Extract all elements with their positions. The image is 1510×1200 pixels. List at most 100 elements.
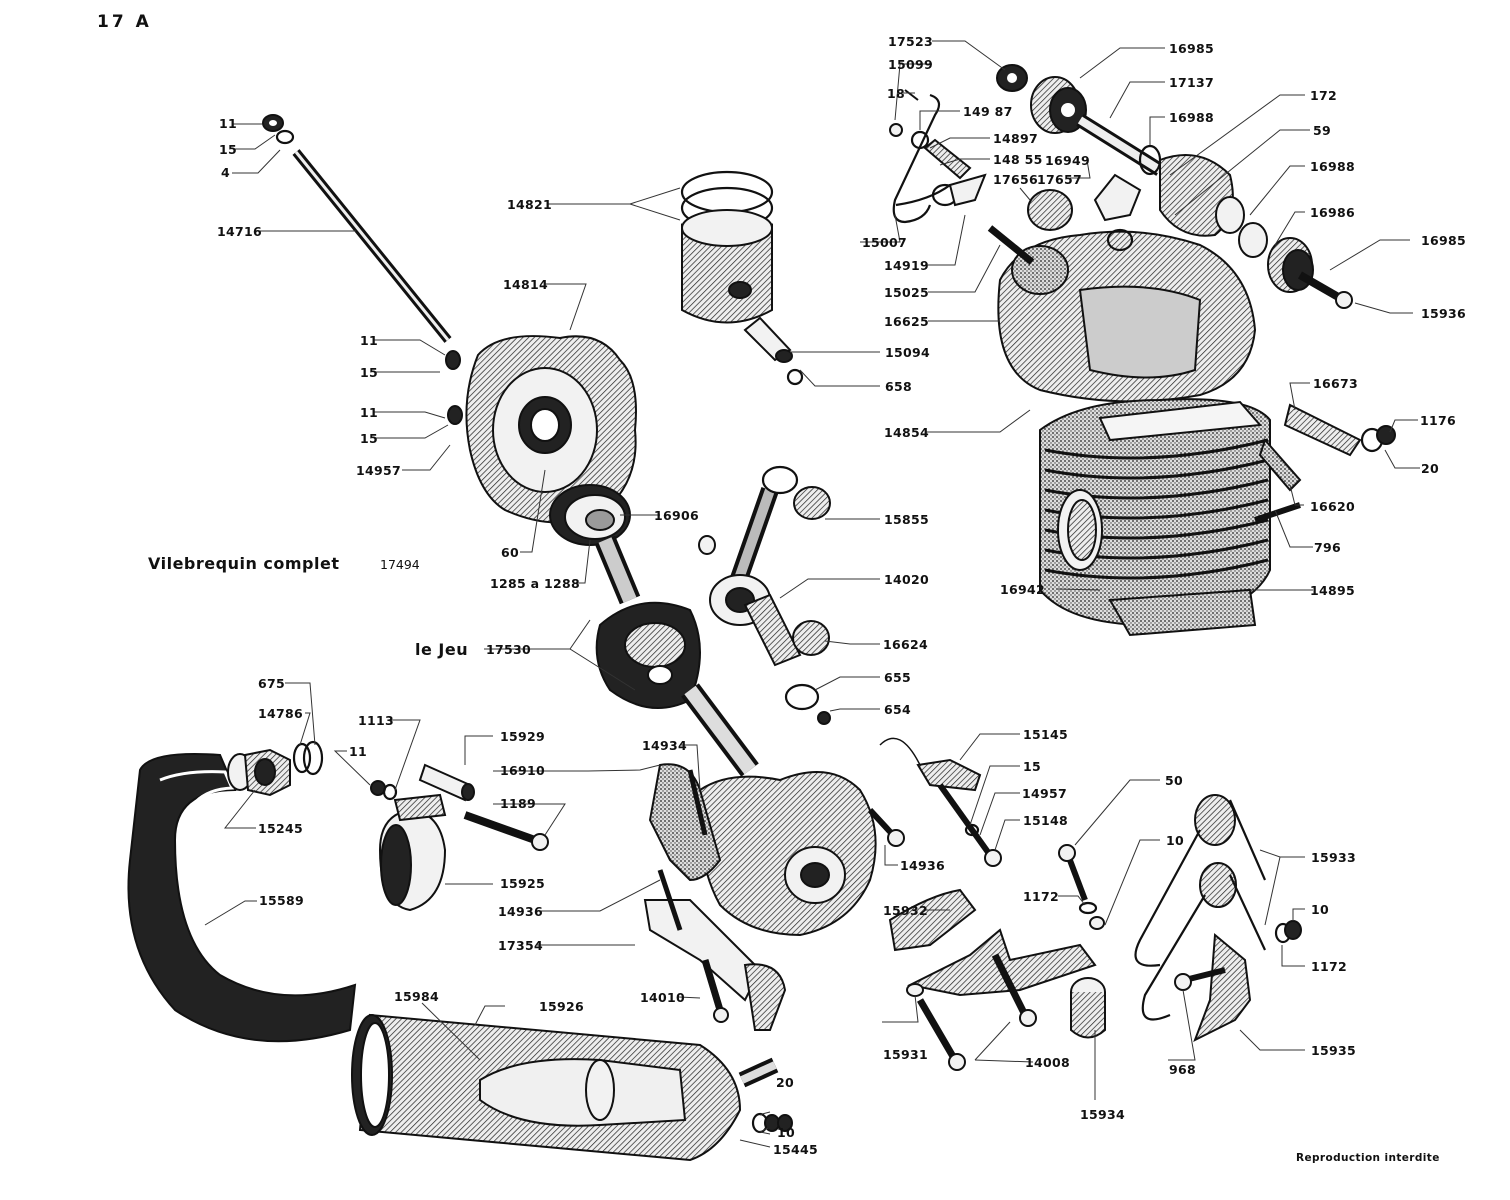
callout: 14957	[356, 463, 401, 478]
play-set-number: 17530	[486, 642, 531, 657]
callout: 16985	[1169, 41, 1214, 56]
callout: 655	[884, 670, 911, 685]
callout: 15929	[500, 729, 545, 744]
callout: 15933	[1311, 850, 1356, 865]
callout: 15094	[885, 345, 930, 360]
callout: 15925	[500, 876, 545, 891]
exhaust-clamp-15925	[370, 763, 549, 912]
callout: 14957	[1022, 786, 1067, 801]
callout: 17137	[1169, 75, 1214, 90]
callout: 50	[1165, 773, 1183, 788]
crankcase-half-14814	[445, 335, 637, 524]
piston-14821	[680, 170, 804, 386]
callout: 59	[1313, 123, 1331, 138]
leader-lines	[204, 40, 1420, 1148]
callout: 15007	[862, 235, 907, 250]
callout: 16985	[1421, 233, 1466, 248]
callout: 16673	[1313, 376, 1358, 391]
callout: 15855	[884, 512, 929, 527]
callout: 17657	[1037, 172, 1082, 187]
cylinder-16942	[1039, 398, 1396, 637]
callout: 15932	[883, 903, 928, 918]
callout: 14854	[884, 425, 929, 440]
callout: 16910	[500, 763, 545, 778]
crankshaft-complete-label: Vilebrequin complet	[148, 554, 340, 573]
callout: 17354	[498, 938, 543, 953]
callout: 16988	[1310, 159, 1355, 174]
callout: 15926	[539, 999, 584, 1014]
callout: 14895	[1310, 583, 1355, 598]
callout: 20	[776, 1075, 794, 1090]
callout: 16624	[883, 637, 928, 652]
callout: 1176	[1420, 413, 1456, 428]
crankcase-right-half	[643, 763, 877, 1031]
copyright-notice: Reproduction interdite	[1296, 1152, 1440, 1164]
callout: 15245	[258, 821, 303, 836]
exhaust-pipe-15589	[127, 740, 357, 1043]
silencer-15926	[351, 1013, 793, 1162]
callout: 1172	[1023, 889, 1059, 904]
callout: 1285 a 1288	[490, 576, 581, 591]
callout: 14936	[498, 904, 543, 919]
callout: 14919	[884, 258, 929, 273]
callout: 14814	[503, 277, 548, 292]
callout: 10	[1166, 833, 1184, 848]
brackets-15931-15932	[888, 844, 1106, 1071]
callout: 17656	[993, 172, 1038, 187]
cylinder-head-16625	[987, 64, 1353, 403]
callout: 654	[884, 702, 911, 717]
callout: 149 87	[963, 104, 1013, 119]
callout: 1113	[358, 713, 394, 728]
callout: 14936	[900, 858, 945, 873]
callout: 16988	[1169, 110, 1214, 125]
callout: 15099	[888, 57, 933, 72]
callout: 18	[887, 86, 905, 101]
decompressor-linkage	[889, 89, 987, 224]
callout: 14010	[640, 990, 685, 1005]
callout: 968	[1169, 1062, 1196, 1077]
callout: 17523	[888, 34, 933, 49]
callout: 16625	[884, 314, 929, 329]
page-number: 17 A	[97, 12, 152, 32]
callout: 1172	[1311, 959, 1347, 974]
callout: 60	[501, 545, 519, 560]
callout: 658	[885, 379, 912, 394]
callout: 675	[258, 676, 285, 691]
callout: 15934	[1080, 1107, 1125, 1122]
callout: 4	[221, 165, 230, 180]
springs-15933	[1134, 794, 1302, 1043]
callout: 14716	[217, 224, 262, 239]
callout: 14821	[507, 197, 552, 212]
callout: 15145	[1023, 727, 1068, 742]
callout: 15931	[883, 1047, 928, 1062]
callout: 172	[1310, 88, 1337, 103]
callout: 11	[349, 744, 367, 759]
callout: 16620	[1310, 499, 1355, 514]
callout: 14897	[993, 131, 1038, 146]
callout: 14020	[884, 572, 929, 587]
callout: 15984	[394, 989, 439, 1004]
callout: 14008	[1025, 1055, 1070, 1070]
callout: 16949	[1045, 153, 1090, 168]
callout: 15	[360, 431, 378, 446]
callout: 10	[1311, 902, 1329, 917]
stud-14716	[262, 114, 452, 343]
connecting-rod	[698, 465, 831, 725]
callout: 11	[360, 405, 378, 420]
callout: 11	[219, 116, 237, 131]
callout: 14934	[642, 738, 687, 753]
play-set-label: le Jeu	[415, 640, 469, 659]
callout: 1189	[500, 796, 536, 811]
callout: 15445	[773, 1142, 818, 1157]
callout: 15025	[884, 285, 929, 300]
callout: 20	[1421, 461, 1439, 476]
callout: 16906	[654, 508, 699, 523]
callout: 15148	[1023, 813, 1068, 828]
callout: 15935	[1311, 1043, 1356, 1058]
callout: 16986	[1310, 205, 1355, 220]
crankshaft-assembly	[549, 484, 759, 777]
callout: 15	[360, 365, 378, 380]
callout: 15	[219, 142, 237, 157]
callout: 15589	[259, 893, 304, 908]
